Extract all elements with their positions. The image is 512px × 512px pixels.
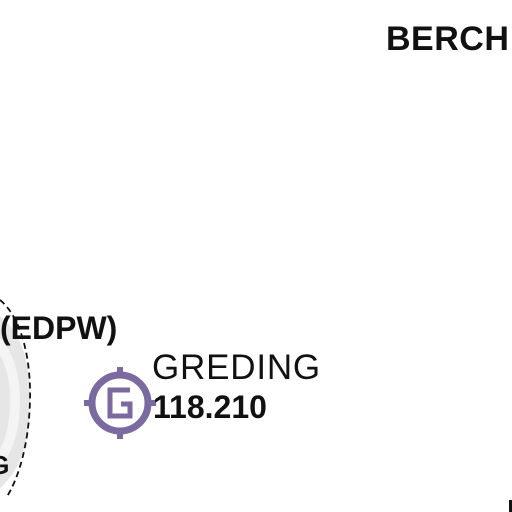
edge-marker [509,500,512,512]
airfield-code-label: (EDPW) [0,310,118,346]
airspace-dashed-edge [0,299,31,499]
town-label-berchtesgaden: BERCH [386,20,510,58]
reporting-ring [88,371,152,435]
g-reporting-point-icon[interactable] [83,366,157,440]
airspace-inner-edge [0,338,21,468]
navaid-frequency: 118.210 [153,389,267,425]
airfield-name-partial: IG [0,452,9,478]
reporting-g-glyph [107,387,133,419]
navaid-name: GREDING [152,348,321,387]
